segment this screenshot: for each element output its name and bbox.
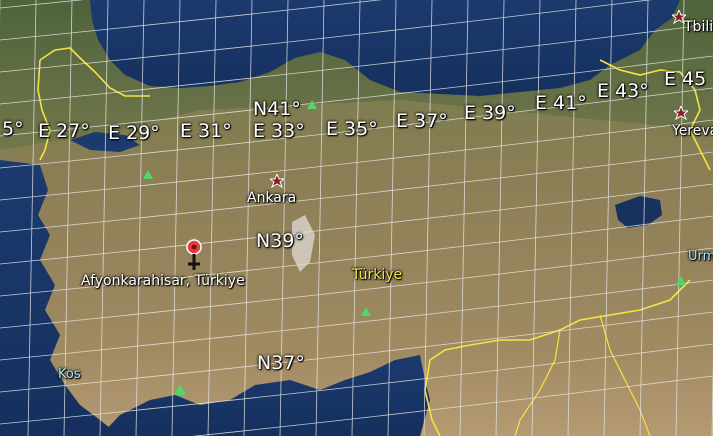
longitude-label: E 31° bbox=[180, 120, 232, 142]
grid-latitude-line bbox=[0, 247, 713, 329]
grid-longitude-line bbox=[171, 0, 181, 436]
grid-longitude-line bbox=[135, 0, 145, 436]
mediterranean-sea bbox=[100, 355, 430, 436]
grid-longitude-line bbox=[27, 0, 37, 436]
grid-latitude-line bbox=[0, 183, 713, 265]
grid-latitude-line bbox=[0, 55, 713, 137]
longitude-label: 5° bbox=[2, 118, 24, 140]
country-label[interactable]: Türkiye bbox=[352, 267, 403, 283]
mountain-peak-icon[interactable] bbox=[307, 100, 317, 109]
longitude-label: E 37° bbox=[396, 110, 448, 132]
grid-longitude-line bbox=[603, 0, 613, 436]
capital-star-icon[interactable] bbox=[672, 10, 686, 24]
grid-latitude-line bbox=[0, 87, 713, 169]
capital-star-icon[interactable] bbox=[674, 106, 688, 120]
grid-latitude-line bbox=[0, 215, 713, 297]
grid-latitude-line bbox=[0, 119, 713, 201]
grid-longitude-line bbox=[567, 0, 577, 436]
longitude-label: E 29° bbox=[108, 122, 160, 144]
neighbor-borders bbox=[514, 314, 651, 436]
salt-lake bbox=[292, 215, 315, 272]
place-label-afyonkarahisar[interactable]: Afyonkarahisar, Türkiye bbox=[81, 273, 245, 289]
grid-latitude-line bbox=[0, 343, 713, 425]
grid-longitude-line bbox=[243, 0, 253, 436]
grid-latitude-line bbox=[0, 279, 713, 361]
place-label-tbilisi[interactable]: Tbili bbox=[684, 19, 713, 35]
grid-longitude-line bbox=[207, 0, 217, 436]
grid-longitude-line bbox=[315, 0, 325, 436]
grid-longitude-line bbox=[423, 0, 433, 436]
longitude-label: E 27° bbox=[38, 120, 90, 142]
longitude-label: E 41° bbox=[535, 92, 587, 114]
grid-longitude-line bbox=[639, 0, 649, 436]
capital-star-icon[interactable] bbox=[270, 174, 284, 188]
grid-longitude-line bbox=[675, 0, 685, 436]
grid-longitude-line bbox=[279, 0, 289, 436]
latitude-label: N39° bbox=[256, 230, 304, 252]
longitude-label: E 39° bbox=[464, 102, 516, 124]
place-label-urmia[interactable]: Urm bbox=[688, 249, 713, 264]
grid-longitude-line bbox=[531, 0, 541, 436]
longitude-label: E 45 bbox=[664, 68, 707, 90]
grid-longitude-line bbox=[387, 0, 397, 436]
longitude-label: E 35° bbox=[326, 118, 378, 140]
country-border bbox=[37, 47, 711, 436]
longitude-label: E 33° bbox=[253, 120, 305, 142]
location-pin-icon[interactable] bbox=[185, 238, 203, 272]
grid-longitude-line bbox=[99, 0, 109, 436]
grid-longitude-line bbox=[459, 0, 469, 436]
place-label-kos[interactable]: Kos bbox=[58, 367, 81, 382]
place-label-yerevan[interactable]: Yerevan bbox=[672, 123, 713, 139]
lake-van bbox=[615, 196, 662, 228]
black-sea bbox=[90, 0, 680, 96]
grid-longitude-line bbox=[63, 0, 73, 436]
grid-longitude-line bbox=[351, 0, 361, 436]
latitude-label: N37° bbox=[257, 352, 305, 374]
place-label-ankara[interactable]: Ankara bbox=[247, 190, 297, 206]
latitude-label: N41° bbox=[253, 98, 301, 120]
mountain-peak-icon[interactable] bbox=[676, 276, 686, 285]
mountain-peak-icon[interactable] bbox=[143, 170, 153, 179]
mountain-peak-icon[interactable] bbox=[174, 384, 186, 395]
grid-longitude-line bbox=[495, 0, 505, 436]
grid-latitude-line bbox=[191, 375, 713, 436]
grid-latitude-line bbox=[0, 0, 382, 41]
longitude-label: E 43° bbox=[597, 80, 649, 102]
mountain-peak-icon[interactable] bbox=[361, 307, 371, 316]
